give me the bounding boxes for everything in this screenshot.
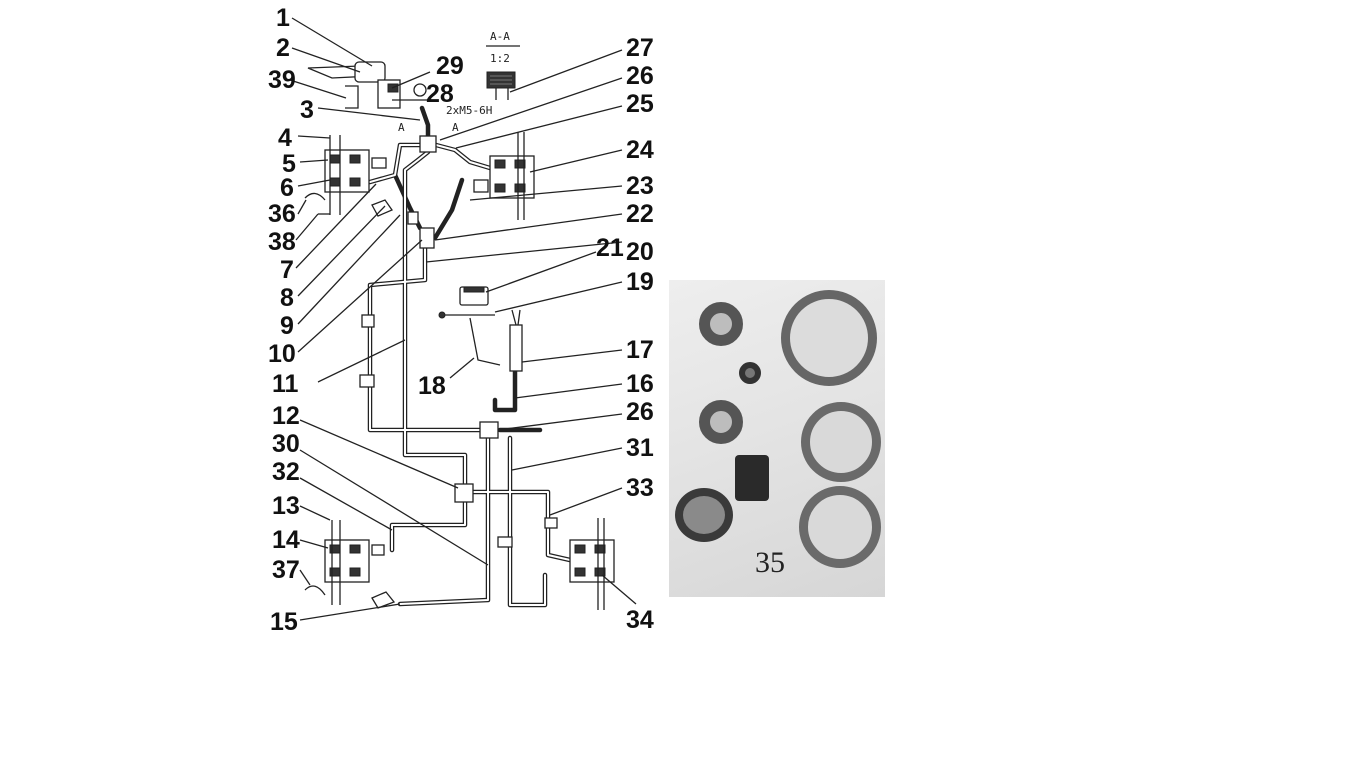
callout-31: 31 [626,434,654,462]
small-seal-middle [699,400,743,444]
proportioning-valve [407,211,435,249]
tiny-seal [739,362,761,384]
callout-36: 36 [268,200,296,228]
callout-33: 33 [626,474,654,502]
front-right-caliper [473,132,535,220]
small-seal-top [699,302,743,346]
large-seal-bottom [799,486,881,568]
leader-lines [289,17,637,621]
callout-11: 11 [272,370,299,398]
section-arrow-label-right: A [452,121,459,134]
hose-clips [304,192,330,596]
section-view-a-a: A-A 1:2 2xM5-6H A A [398,30,520,134]
callout-15: 15 [270,608,298,636]
callout-32: 32 [272,458,300,486]
callout-39: 39 [268,66,296,94]
callout-5: 5 [282,150,296,178]
photo-part-number: 35 [755,546,785,579]
callout-13: 13 [272,492,300,520]
large-seal-middle [801,402,881,482]
callout-numbers: 1 2 39 3 4 5 6 36 38 7 8 9 10 11 12 30 3… [268,4,654,636]
handlebar-lever-assembly [307,61,427,109]
callout-7: 7 [280,256,294,284]
callout-26: 26 [626,62,654,90]
rear-junction-block [454,483,474,503]
section-arrow-label-left: A [398,121,405,134]
callout-16: 16 [626,370,654,398]
callout-19: 19 [626,268,654,296]
callout-29: 29 [436,52,464,80]
callout-30: 30 [272,430,300,458]
front-left-caliper [324,135,393,217]
callout-14: 14 [272,526,300,554]
piston-cup [675,488,733,542]
callout-22: 22 [626,200,654,228]
brake-lines [367,105,573,608]
callout-6: 6 [280,174,294,202]
callout-21: 21 [596,234,624,262]
callout-38: 38 [268,228,296,256]
lower-tee-fitting [479,421,499,439]
callout-9: 9 [280,312,294,340]
upper-tee-fitting [419,135,437,153]
thread-spec-label: 2xM5-6H [446,104,492,117]
callout-18: 18 [418,372,446,400]
large-seal-top [781,290,877,386]
callout-1: 1 [276,4,290,32]
callout-34: 34 [626,606,654,634]
callout-25: 25 [626,90,654,118]
callout-3: 3 [300,96,314,124]
callout-24: 24 [626,136,654,164]
section-scale-label: 1:2 [490,52,510,65]
callout-27: 27 [626,34,654,62]
rear-left-caliper [324,520,396,609]
callout-28: 28 [426,80,454,108]
callout-26-lower: 26 [626,398,654,426]
master-cylinder-reservoir [438,286,523,372]
callout-2: 2 [276,34,290,62]
seal-kit-photo: 35 [669,280,885,597]
callout-23: 23 [626,172,654,200]
callout-20: 20 [626,238,654,266]
callout-4: 4 [278,124,292,152]
line-clamps [359,314,558,548]
callout-8: 8 [280,284,294,312]
callout-10: 10 [268,340,296,368]
callout-12: 12 [272,402,300,430]
callout-17: 17 [626,336,654,364]
boot-part [735,455,769,501]
rear-right-caliper [569,518,615,610]
section-view-label: A-A [490,30,510,43]
callout-37: 37 [272,556,300,584]
